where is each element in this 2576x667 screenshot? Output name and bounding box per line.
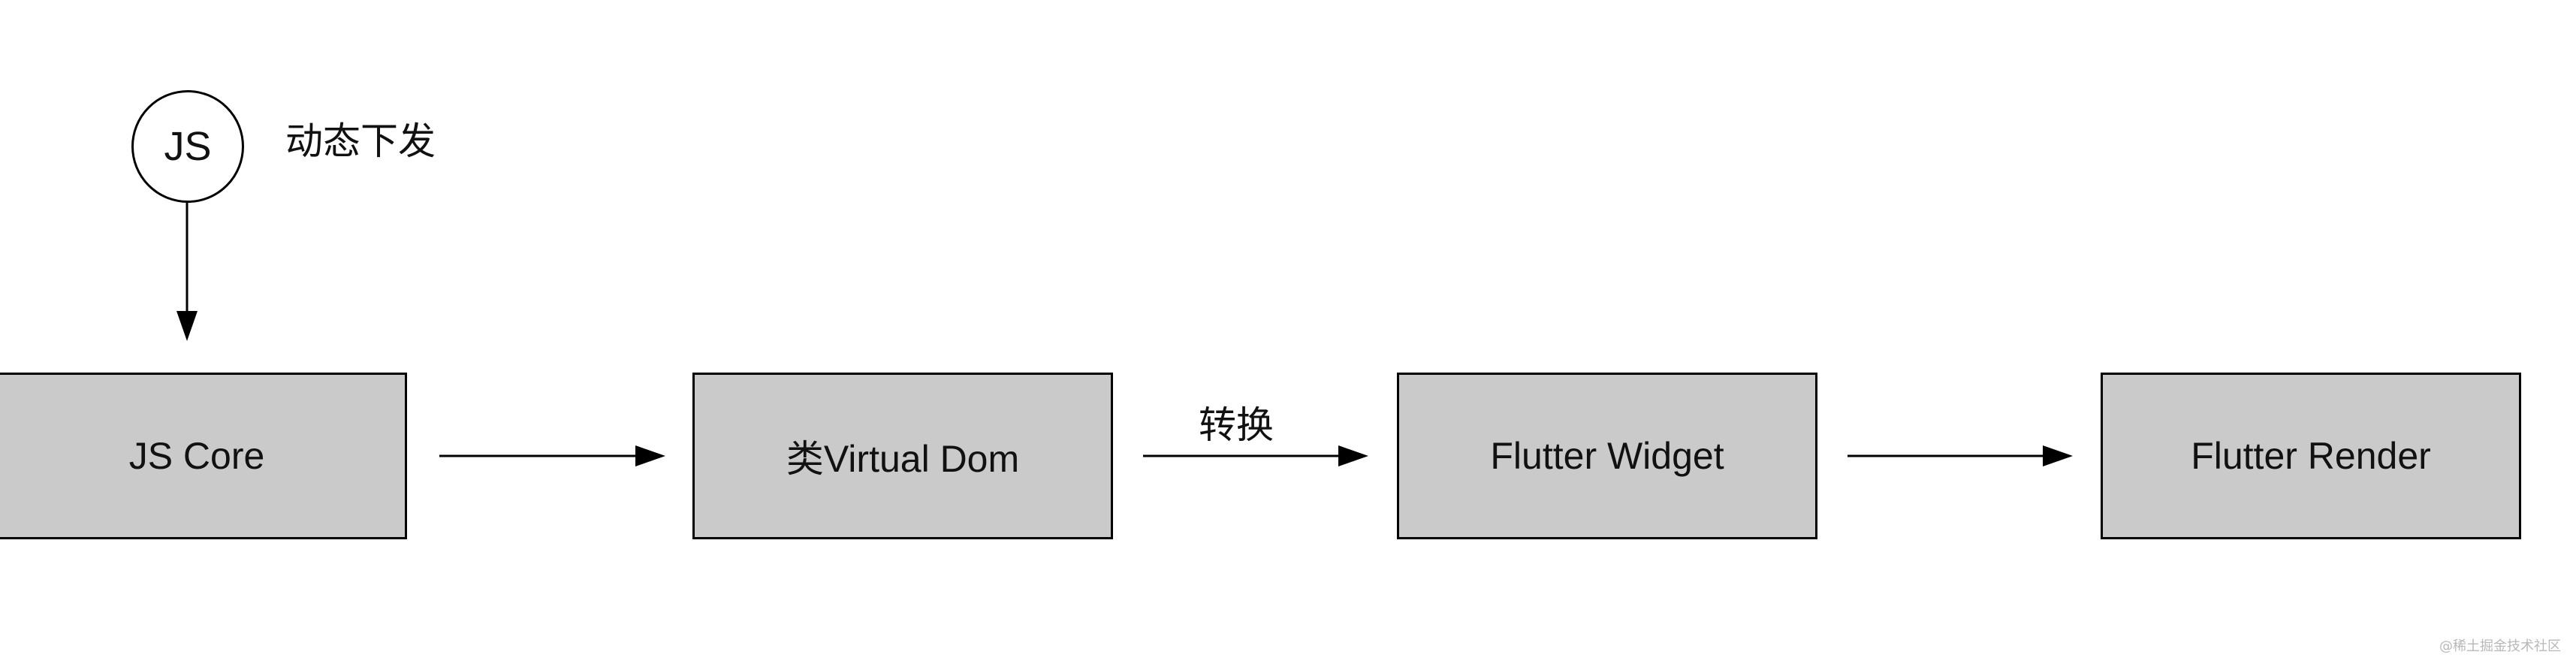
watermark: @稀土掘金技术社区: [2439, 638, 2561, 654]
node-js-core: JS Core: [0, 373, 407, 539]
node-flutter-render: Flutter Render: [2101, 373, 2521, 539]
node-flutter-render-label: Flutter Render: [2191, 435, 2431, 477]
arrowhead-right-1: [635, 445, 665, 466]
node-js-core-label: JS Core: [128, 435, 265, 477]
arrowhead-right-3: [2043, 445, 2073, 466]
node-flutter-widget-label: Flutter Widget: [1490, 435, 1724, 477]
js-source-node: JS: [131, 90, 244, 203]
arrowhead-down: [176, 311, 198, 341]
node-virtual-dom-label: 类Virtual Dom: [786, 438, 1020, 480]
node-flutter-widget: Flutter Widget: [1397, 373, 1817, 539]
transform-edge-label: 转换: [1199, 403, 1274, 447]
js-source-label: JS: [164, 124, 212, 169]
dynamic-delivery-label: 动态下发: [285, 119, 436, 163]
node-virtual-dom: 类Virtual Dom: [692, 373, 1113, 539]
arrowhead-right-2: [1338, 445, 1368, 466]
